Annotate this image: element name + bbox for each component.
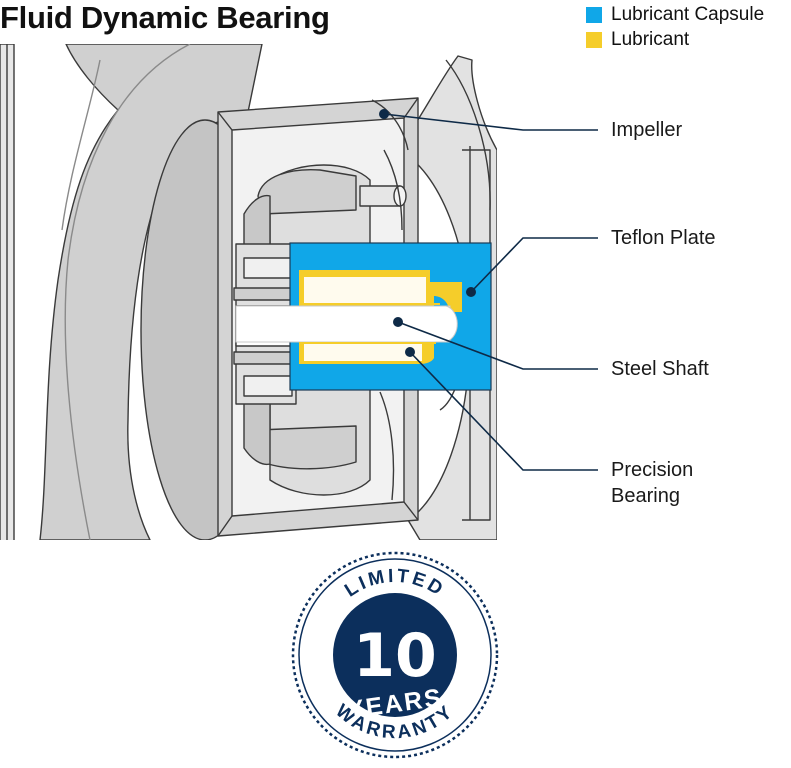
leader-precision-bearing <box>409 351 598 471</box>
badge-center-disc <box>333 593 457 717</box>
leader-steel-shaft <box>397 321 598 370</box>
page-title: Fluid Dynamic Bearing <box>0 0 330 35</box>
badge-number: 10 <box>353 621 437 691</box>
leader-teflon-plate <box>470 237 598 293</box>
legend-label: Lubricant <box>611 28 690 50</box>
legend-label: Lubricant Capsule <box>611 3 765 25</box>
legend: Lubricant Capsule Lubricant <box>586 2 764 52</box>
legend-swatch-lubricant-capsule <box>586 6 602 23</box>
legend-item-lubricant: Lubricant <box>586 27 764 52</box>
callout-precision-bearing: Precision Bearing <box>611 457 693 509</box>
leader-impeller <box>383 113 598 131</box>
callout-precision-bearing-line1: Precision <box>611 459 694 481</box>
leader-dot-steel-shaft <box>393 317 403 327</box>
precision-bearing <box>304 277 426 303</box>
lubricant-capsule <box>235 242 492 391</box>
leader-dot-teflon-plate <box>466 287 476 297</box>
callout-steel-shaft: Steel Shaft <box>611 358 709 380</box>
fan-blade <box>39 44 263 540</box>
leader-dot-impeller <box>379 109 389 119</box>
callout-impeller: Impeller <box>611 119 683 141</box>
legend-swatch-lubricant <box>586 31 602 48</box>
callout-teflon-plate: Teflon Plate <box>611 227 716 249</box>
leader-dots <box>379 109 476 357</box>
legend-item-lubricant-capsule: Lubricant Capsule <box>586 2 764 27</box>
callout-precision-bearing-line2: Bearing <box>611 485 680 507</box>
leader-lines <box>383 113 598 471</box>
leader-dot-precision-bearing <box>405 347 415 357</box>
warranty-badge: LIMITED WARRANTY 10 YEARS <box>289 549 501 761</box>
steel-shaft <box>235 305 451 343</box>
